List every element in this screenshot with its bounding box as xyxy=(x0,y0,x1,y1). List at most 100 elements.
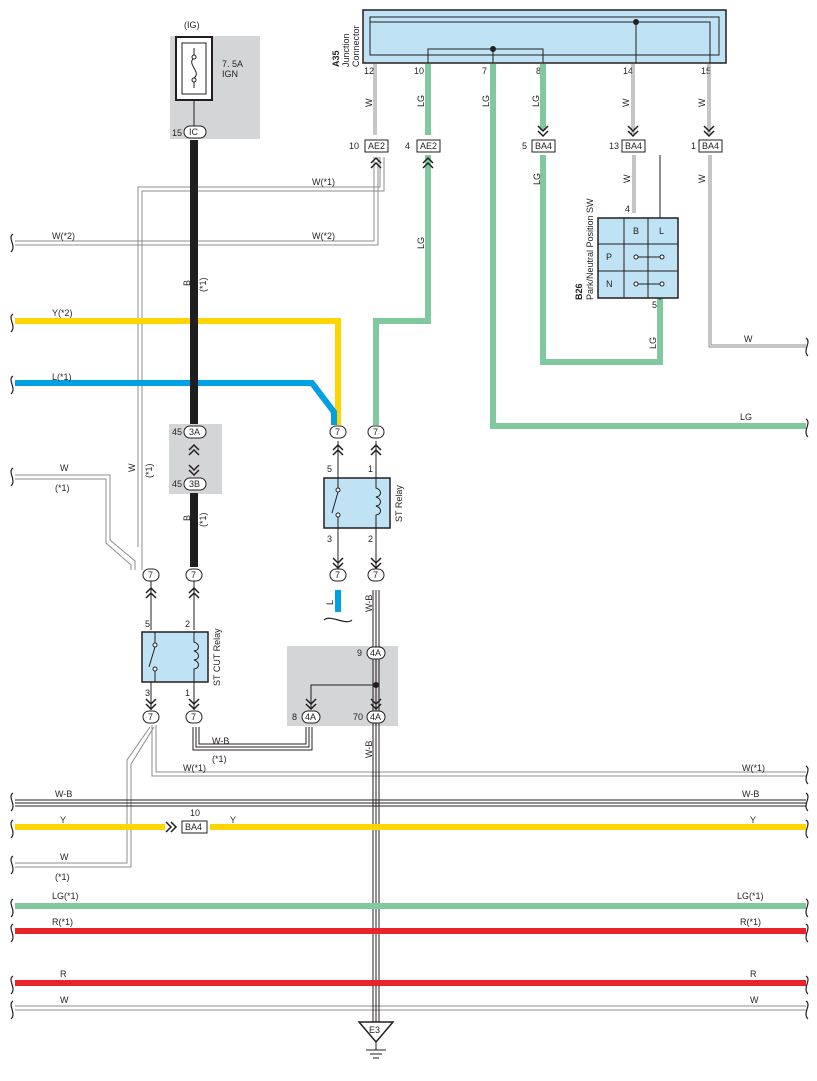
junction-pin-12: 12 xyxy=(364,66,374,76)
w-wires xyxy=(15,64,806,1011)
svg-text:W: W xyxy=(60,995,69,1005)
svg-text:LG: LG xyxy=(481,95,491,107)
connector-3b: 45 3B xyxy=(172,464,207,491)
svg-text:E3: E3 xyxy=(369,1025,380,1035)
svg-text:4: 4 xyxy=(625,204,630,214)
wb-wires xyxy=(15,590,806,1022)
wire-labels: W LG LG LG W W LG W W LG LG W LG W(*1) W… xyxy=(52,95,765,1005)
svg-text:45: 45 xyxy=(172,427,182,437)
svg-text:13: 13 xyxy=(609,141,619,151)
switch-code: B26 xyxy=(574,283,584,300)
st-cut-relay-connectors: 7 7 7 7 xyxy=(142,568,203,724)
svg-text:7: 7 xyxy=(191,570,196,580)
park-neutral-switch: 4 B L P N 5 B26 Park/Neutral Position SW xyxy=(574,198,679,310)
svg-text:Y: Y xyxy=(230,815,236,825)
svg-text:W-B: W-B xyxy=(55,789,72,799)
connector-4a-top: 9 4A xyxy=(357,646,386,660)
svg-text:LG: LG xyxy=(416,237,426,249)
svg-text:(*1): (*1) xyxy=(198,512,208,527)
svg-text:Y: Y xyxy=(750,815,756,825)
fuse-terminal-top xyxy=(191,54,197,60)
svg-text:LG: LG xyxy=(740,412,752,422)
svg-text:LG: LG xyxy=(531,95,541,107)
svg-text:5: 5 xyxy=(327,464,332,474)
st-cut-relay: 5 2 3 1 ST CUT Relay xyxy=(141,619,222,698)
svg-text:W: W xyxy=(621,98,631,107)
switch-name: Park/Neutral Position SW xyxy=(585,198,595,300)
svg-text:W: W xyxy=(364,98,374,107)
svg-text:N: N xyxy=(606,279,613,289)
fuse-source: (IG) xyxy=(184,20,200,30)
junction-pin-14: 14 xyxy=(623,66,633,76)
svg-text:5: 5 xyxy=(145,619,150,629)
fuse-pin: 15 xyxy=(172,128,182,138)
svg-text:W: W xyxy=(622,174,632,183)
junction-pin-8: 8 xyxy=(536,66,541,76)
svg-text:R(*1): R(*1) xyxy=(740,917,761,927)
y-wires xyxy=(15,318,806,830)
svg-text:5: 5 xyxy=(652,300,657,310)
svg-text:45: 45 xyxy=(172,479,182,489)
svg-text:W: W xyxy=(697,98,707,107)
connector-4a-internal xyxy=(310,660,379,708)
svg-text:5: 5 xyxy=(522,141,527,151)
svg-text:B: B xyxy=(633,226,639,236)
st-cut-relay-name: ST CUT Relay xyxy=(212,628,222,686)
wire-break-symbols xyxy=(10,233,809,1020)
svg-text:W(*1): W(*1) xyxy=(183,763,206,773)
ground-e3: E3 xyxy=(357,1021,395,1059)
svg-text:Y(*2): Y(*2) xyxy=(52,308,73,318)
r-wires xyxy=(15,928,806,986)
junction-pin-10: 10 xyxy=(414,66,424,76)
fuse-connector-ic xyxy=(183,125,207,139)
svg-text:7: 7 xyxy=(148,712,153,722)
svg-text:1: 1 xyxy=(691,141,696,151)
svg-text:W: W xyxy=(697,174,707,183)
svg-text:W: W xyxy=(60,852,69,862)
svg-text:W(*1): W(*1) xyxy=(742,763,765,773)
svg-text:4A: 4A xyxy=(370,712,381,722)
svg-text:(*1): (*1) xyxy=(55,872,70,882)
st-relay-name: ST Relay xyxy=(394,485,404,522)
svg-text:9: 9 xyxy=(357,648,362,658)
svg-text:LG: LG xyxy=(416,95,426,107)
svg-text:(*1): (*1) xyxy=(55,483,70,493)
svg-text:BA4: BA4 xyxy=(702,141,719,151)
svg-text:W-B: W-B xyxy=(364,595,374,612)
svg-text:B: B xyxy=(182,280,192,286)
svg-text:LG: LG xyxy=(648,337,658,349)
svg-text:10: 10 xyxy=(190,808,200,818)
svg-text:1: 1 xyxy=(185,688,190,698)
svg-text:2: 2 xyxy=(185,619,190,629)
svg-text:W(*2): W(*2) xyxy=(312,231,335,241)
svg-text:L(*1): L(*1) xyxy=(52,372,72,382)
svg-text:Y: Y xyxy=(60,815,66,825)
svg-text:(*1): (*1) xyxy=(212,754,227,764)
svg-text:3: 3 xyxy=(327,534,332,544)
svg-text:7: 7 xyxy=(373,427,378,437)
svg-text:L: L xyxy=(659,226,664,236)
junction-pin-15: 15 xyxy=(701,66,711,76)
svg-text:W(*2): W(*2) xyxy=(52,231,75,241)
svg-text:W: W xyxy=(750,995,759,1005)
svg-text:7: 7 xyxy=(335,570,340,580)
svg-text:10: 10 xyxy=(349,141,359,151)
svg-text:W: W xyxy=(744,334,753,344)
connector-3a: 45 3A xyxy=(172,425,207,456)
svg-text:R: R xyxy=(750,969,757,979)
svg-text:BA4: BA4 xyxy=(625,141,642,151)
svg-text:7: 7 xyxy=(148,570,153,580)
svg-text:W-B: W-B xyxy=(212,736,229,746)
svg-text:1: 1 xyxy=(368,464,373,474)
svg-text:(*1): (*1) xyxy=(198,277,208,292)
svg-text:AE2: AE2 xyxy=(420,141,437,151)
connector-ba4-bottom: 10 BA4 xyxy=(165,808,208,834)
junction-pin-7: 7 xyxy=(482,66,487,76)
svg-text:P: P xyxy=(606,252,612,262)
junction-name-line2: Connector xyxy=(351,25,361,67)
connector-4a-left: 8 4A xyxy=(292,698,321,724)
svg-text:3: 3 xyxy=(145,688,150,698)
svg-text:7: 7 xyxy=(335,427,340,437)
svg-text:W: W xyxy=(127,463,137,472)
